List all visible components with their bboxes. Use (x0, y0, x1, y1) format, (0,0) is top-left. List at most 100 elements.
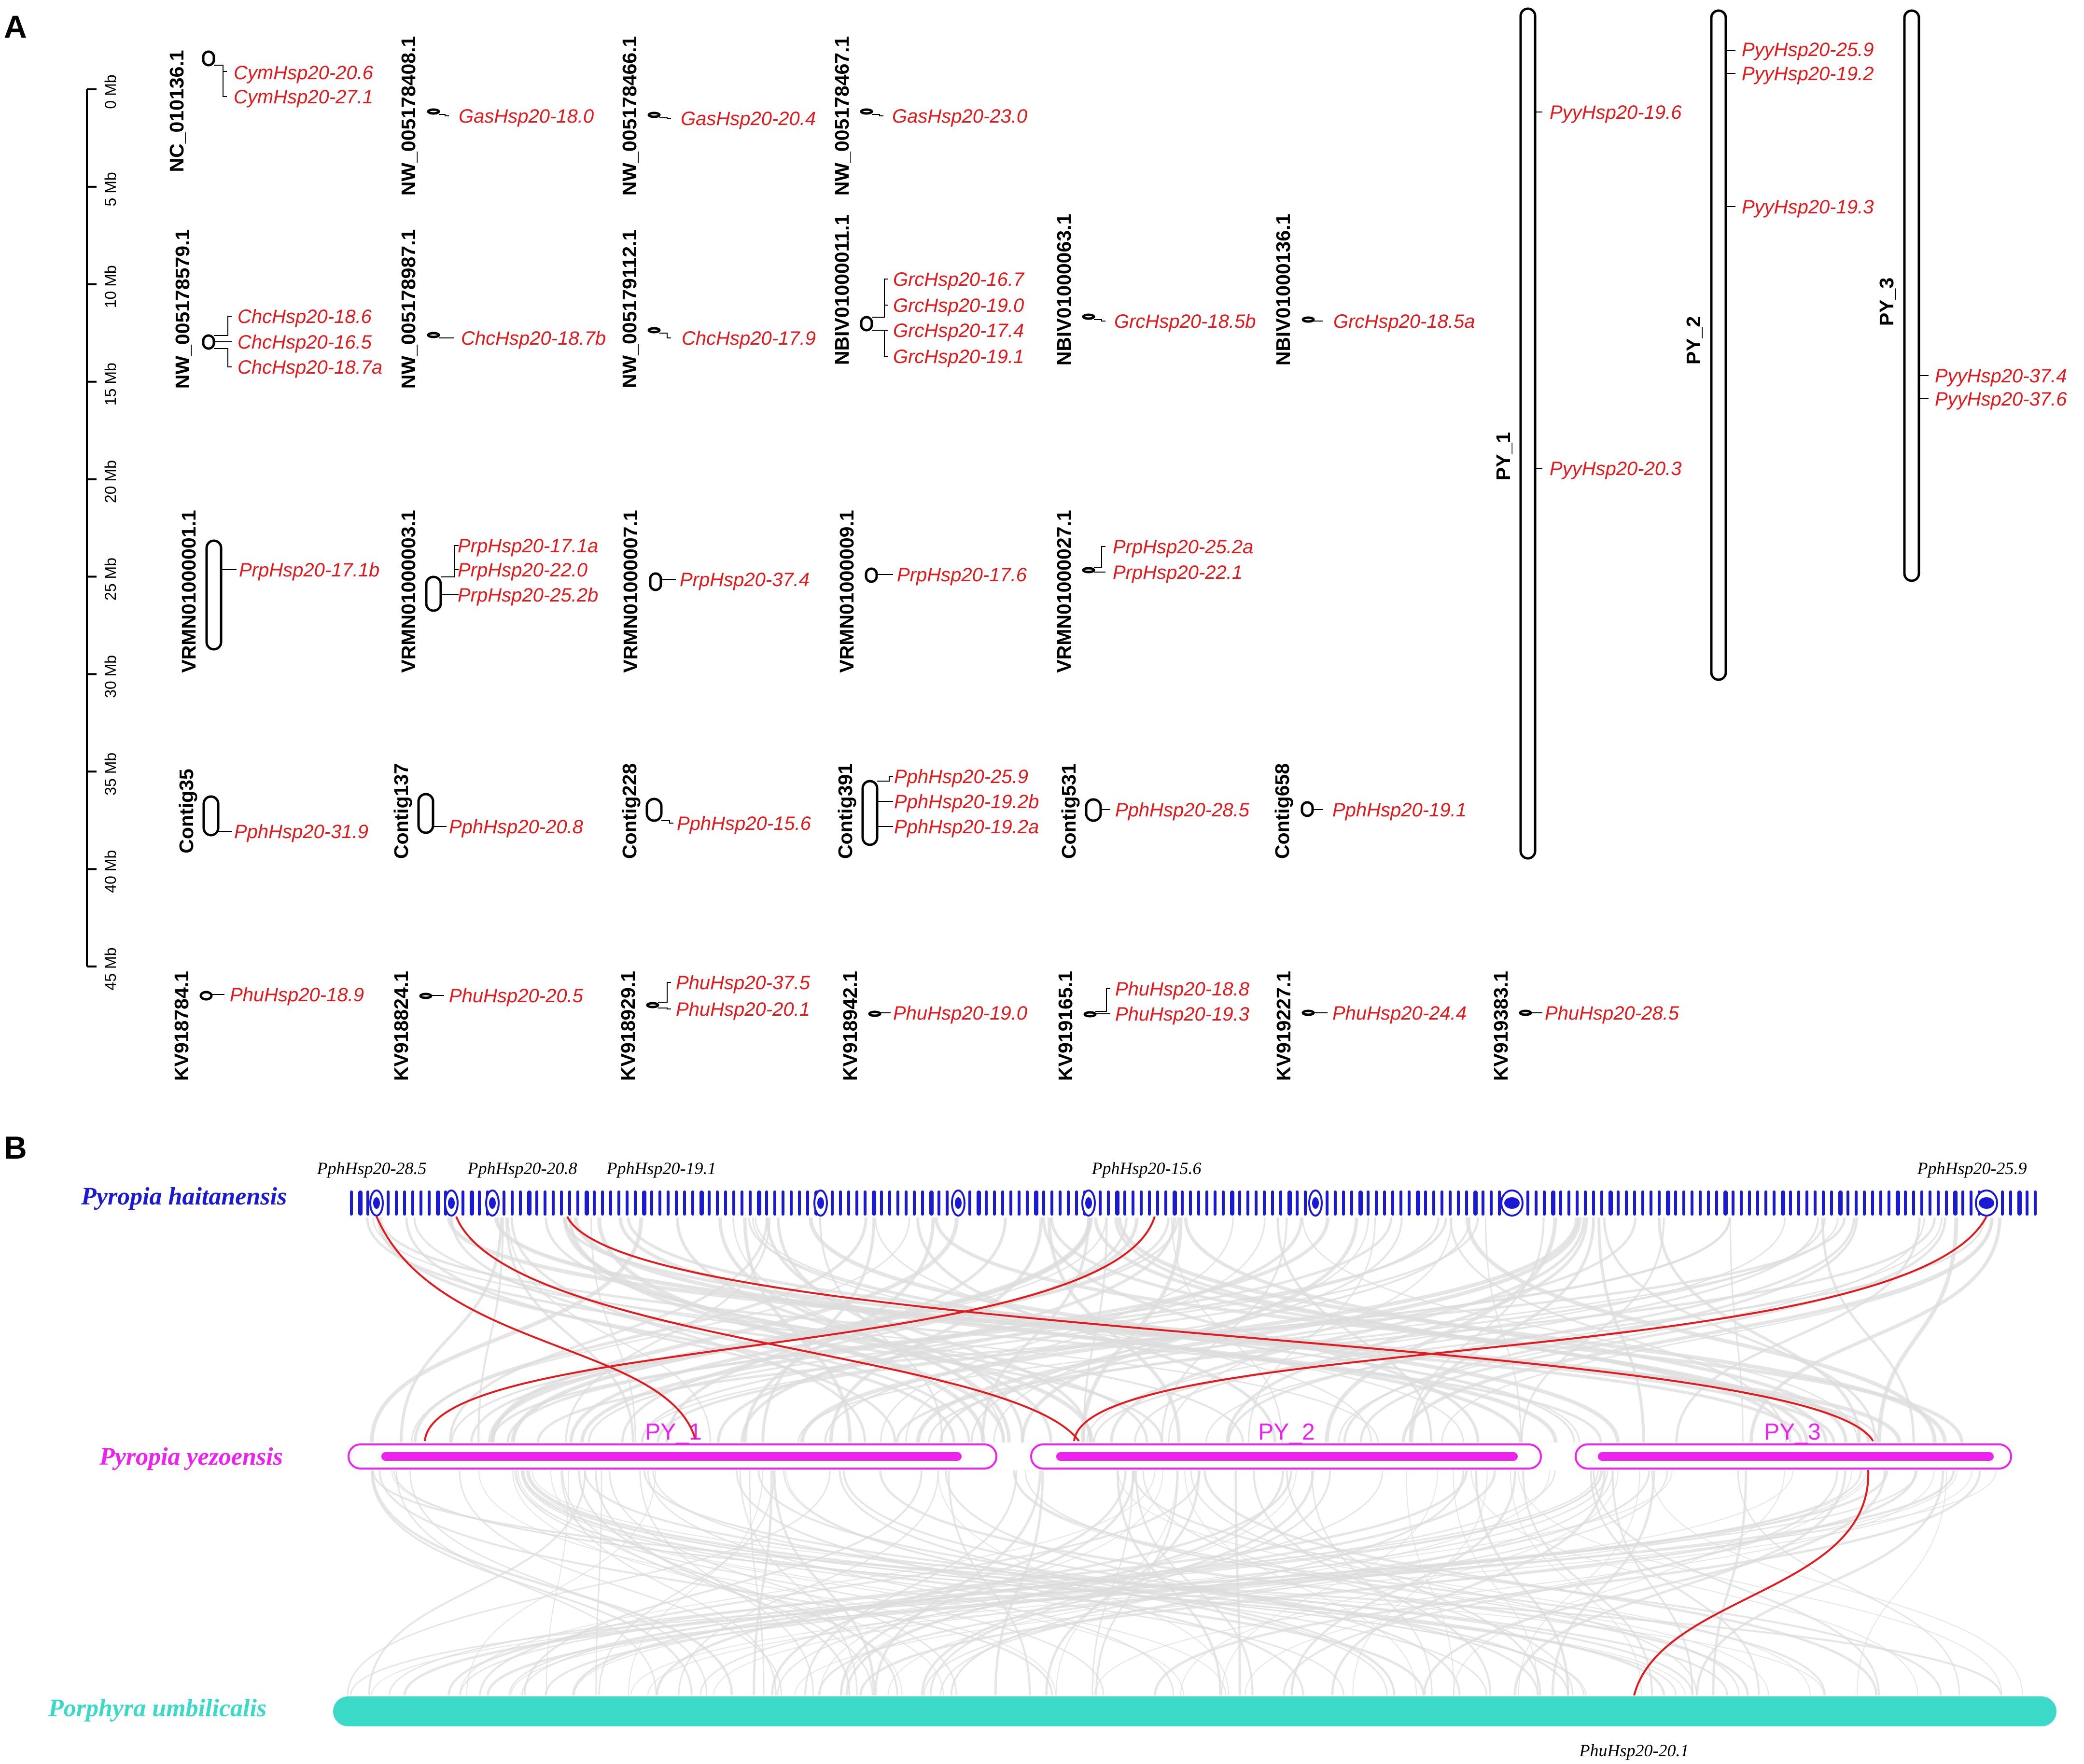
species-label-umbilicalis: Porphyra umbilicalis (48, 1694, 266, 1722)
gene-label: PrpHsp20-25.2a (1113, 536, 1253, 558)
gene-label: PhuHsp20-20.5 (449, 985, 584, 1007)
scaffold-tick (601, 1190, 604, 1216)
scaffold-tick (1929, 1190, 1931, 1216)
scaffold-tick (1740, 1190, 1743, 1216)
scaffold-tick (888, 1190, 891, 1216)
background-link (1081, 1217, 1183, 1443)
scaffold-tick (708, 1190, 711, 1216)
scaffold-tick (470, 1190, 474, 1216)
chromosome-name: NBIV01000063.1 (1053, 214, 1075, 366)
scaffold-tick (1830, 1190, 1833, 1216)
background-link (466, 1470, 656, 1696)
panel-b-gene-labels: PphHsp20-28.5 PphHsp20-20.8 PphHsp20-19.… (317, 1159, 2027, 1760)
chromosome-bar (1903, 9, 1920, 582)
background-link (819, 1470, 1163, 1696)
scaffold-tick (1408, 1190, 1411, 1216)
gene-label: GrcHsp20-19.1 (893, 346, 1024, 367)
gene-label: ChcHsp20-18.7b (461, 328, 606, 349)
chromosome-name: KV918784.1 (170, 971, 193, 1081)
gene-label: PyyHsp20-19.6 (1550, 102, 1682, 123)
scaffold-tick (1432, 1190, 1435, 1216)
background-link (411, 1217, 910, 1443)
scaffold-tick (1246, 1190, 1249, 1216)
scaffold-tick (617, 1190, 620, 1216)
chromosome-bar (860, 316, 873, 332)
gene-label: PhuHsp20-19.0 (893, 1003, 1027, 1024)
scaffold-tick (1375, 1190, 1378, 1216)
chromosome-name: NW_005178408.1 (397, 36, 420, 196)
background-link (839, 1470, 1135, 1696)
py3-chromosome-bar (1598, 1452, 1994, 1461)
scaffold-tick (773, 1190, 776, 1216)
scaffold-tick (428, 1190, 431, 1216)
background-link (1405, 1470, 1455, 1696)
background-link (1484, 1217, 1522, 1443)
background-link (842, 1470, 1539, 1696)
scaffold-tick (1296, 1190, 1299, 1216)
background-link (545, 1470, 1862, 1696)
scaffold-tick (576, 1190, 579, 1216)
scaffold-tick (1197, 1190, 1200, 1216)
background-link (627, 1217, 1870, 1443)
background-link (1737, 1470, 1960, 1696)
scale-tick-label: 40 Mb (102, 850, 119, 893)
gene-connector (877, 776, 893, 782)
scaffold-tick (1600, 1190, 1603, 1216)
scaffold-tick (1059, 1190, 1062, 1216)
background-link (573, 1217, 1558, 1443)
scaffold-marker-core (1312, 1197, 1319, 1209)
background-link (773, 1470, 875, 1696)
gene-label: PhuHsp20-37.5 (676, 972, 811, 994)
scaffold-tick (1961, 1190, 1964, 1216)
scaffold-tick (1945, 1190, 1948, 1216)
background-link (1359, 1217, 1947, 1443)
background-link (785, 1470, 1395, 1696)
chromosome-bar (1301, 316, 1315, 323)
scaffold-tick (1164, 1190, 1167, 1216)
gene-label: PyyHsp20-19.3 (1742, 196, 1874, 218)
scaffold-tick (634, 1190, 637, 1216)
scaffold-tick (1115, 1190, 1119, 1216)
scaffold-tick (831, 1190, 834, 1216)
background-link (928, 1217, 1826, 1443)
scaffold-tick (1099, 1190, 1102, 1216)
scaffold-tick (896, 1190, 899, 1216)
gene-label: PyyHsp20-37.4 (1935, 365, 2067, 387)
background-link (1675, 1217, 1921, 1443)
gene-connector (441, 545, 459, 577)
background-link (478, 1470, 1056, 1696)
background-link (527, 1470, 1665, 1696)
scaffold-tick (683, 1190, 686, 1216)
chromosome-bar (1082, 313, 1095, 320)
scaffold-tick (1576, 1190, 1579, 1216)
gene-connector (872, 114, 883, 116)
scaffold-tick (511, 1190, 514, 1216)
scaffold-tick (929, 1190, 934, 1216)
background-link (748, 1217, 1575, 1443)
scaffold-tick (921, 1190, 924, 1216)
background-link (403, 1470, 1888, 1696)
scaffold-tick (560, 1190, 563, 1216)
gene-label: PrpHsp20-25.2b (458, 585, 598, 606)
background-link (678, 1470, 939, 1696)
scaffold-tick (1543, 1190, 1546, 1216)
scaffold-tick (968, 1190, 971, 1216)
scaffold-tick (535, 1190, 538, 1216)
background-link (447, 1470, 1468, 1696)
gene-label: GrcHsp20-18.5a (1333, 311, 1475, 332)
gene-connector (658, 982, 671, 1003)
chromosome-name: VRMN01000003.1 (397, 510, 420, 672)
background-link (597, 1217, 985, 1443)
gene-connector (661, 820, 673, 824)
scaffold-tick (1018, 1190, 1021, 1216)
background-link (1749, 1217, 2001, 1443)
background-link (372, 1217, 1379, 1443)
chromosome-bar (419, 993, 433, 999)
